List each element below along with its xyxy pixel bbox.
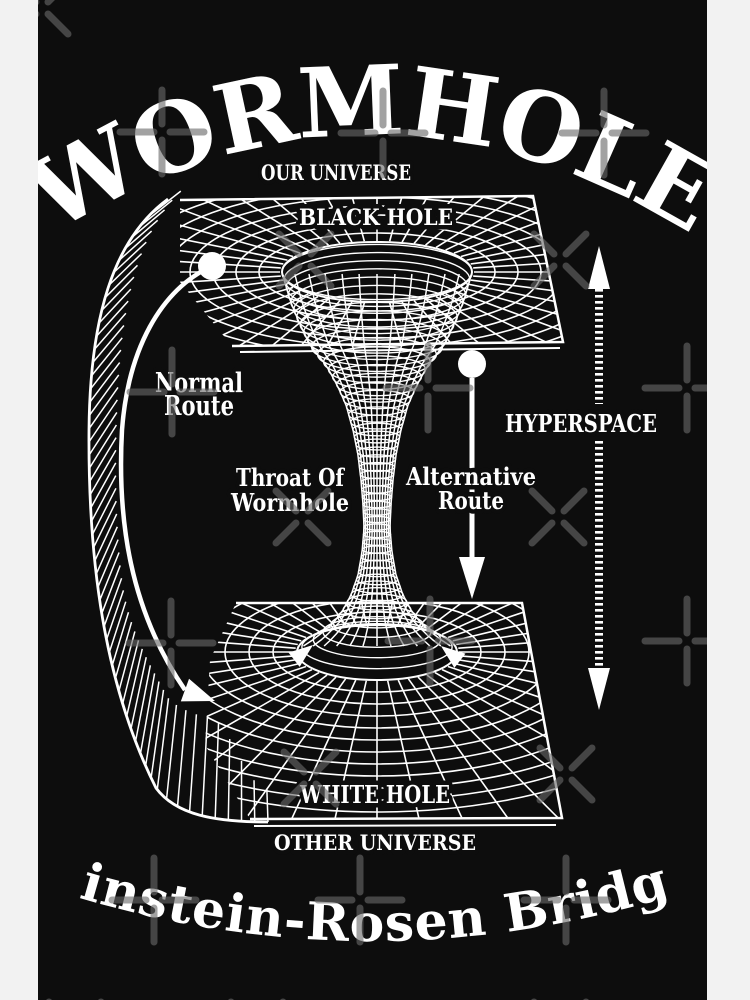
extent-arrow-up-icon (588, 246, 610, 289)
plus-watermark-icon (558, 87, 650, 179)
plus-watermark-icon (116, 86, 208, 178)
hyperspace-extent-arrow (588, 246, 610, 710)
flow-arrow-left-icon (288, 645, 313, 667)
our-universe-sheet (179, 194, 565, 353)
x-watermark-icon (38, 0, 72, 38)
our-universe-label: OUR UNIVERSE (261, 160, 411, 185)
hyperspace-label: HYPERSPACE (505, 409, 657, 438)
plus-watermark-icon (384, 595, 476, 687)
x-watermark-icon (530, 230, 590, 290)
flow-arrow-right-icon (441, 646, 466, 668)
wormhole-diagram: WORMHOLE OUR UNIVERSE BLACK HOLE Normal … (38, 0, 707, 1000)
normal-route-start-dot-icon (198, 252, 226, 280)
normal-route-arrowhead-icon (180, 678, 215, 702)
plus-watermark-icon (314, 854, 406, 946)
x-watermark-icon (280, 748, 340, 808)
x-watermark-icon (536, 744, 596, 804)
plus-watermark-icon (125, 597, 217, 689)
alternative-route-arrowhead-icon (459, 557, 485, 599)
other-universe-sheet (205, 601, 564, 827)
other-universe-label: OTHER UNIVERSE (274, 830, 476, 855)
extent-arrow-down-icon (588, 668, 610, 710)
alternative-route-label-line1: Alternative (405, 462, 536, 491)
x-watermark-icon (275, 230, 335, 290)
route-annotations (118, 252, 486, 702)
x-watermark-icon (272, 487, 332, 547)
watermark-pattern (38, 0, 707, 1000)
plus-watermark-icon (382, 342, 474, 434)
alternative-route-label-line2: Route (438, 486, 504, 515)
plus-watermark-icon (520, 854, 612, 946)
plus-watermark-icon (641, 342, 707, 434)
normal-route-path (118, 263, 213, 692)
plus-watermark-icon (108, 854, 200, 946)
x-watermark-icon (528, 487, 588, 547)
plus-watermark-icon (641, 595, 707, 687)
tshirt-design-canvas: WORMHOLE OUR UNIVERSE BLACK HOLE Normal … (38, 0, 707, 1000)
plus-watermark-icon (337, 87, 429, 179)
plus-watermark-icon (126, 346, 218, 438)
folded-space-band (87, 190, 269, 824)
alternative-route-start-dot-icon (458, 350, 486, 378)
wormhole-wireframe (87, 190, 610, 827)
black-hole-label: BLACK HOLE (299, 205, 453, 231)
